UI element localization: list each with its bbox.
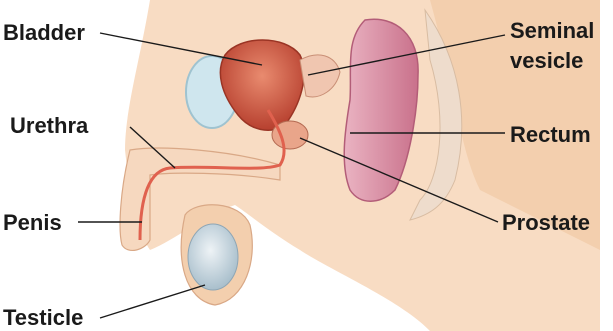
label-testicle: Testicle (3, 305, 83, 330)
label-prostate: Prostate (502, 210, 590, 235)
testicle-icon (188, 224, 238, 290)
testicle-leader (100, 285, 205, 318)
label-penis: Penis (3, 210, 62, 235)
label-seminal-vesicle-line2: vesicle (510, 48, 583, 73)
label-bladder: Bladder (3, 20, 85, 45)
label-seminal-vesicle-line1: Seminal (510, 18, 594, 43)
label-rectum: Rectum (510, 122, 591, 147)
label-urethra: Urethra (10, 113, 89, 138)
